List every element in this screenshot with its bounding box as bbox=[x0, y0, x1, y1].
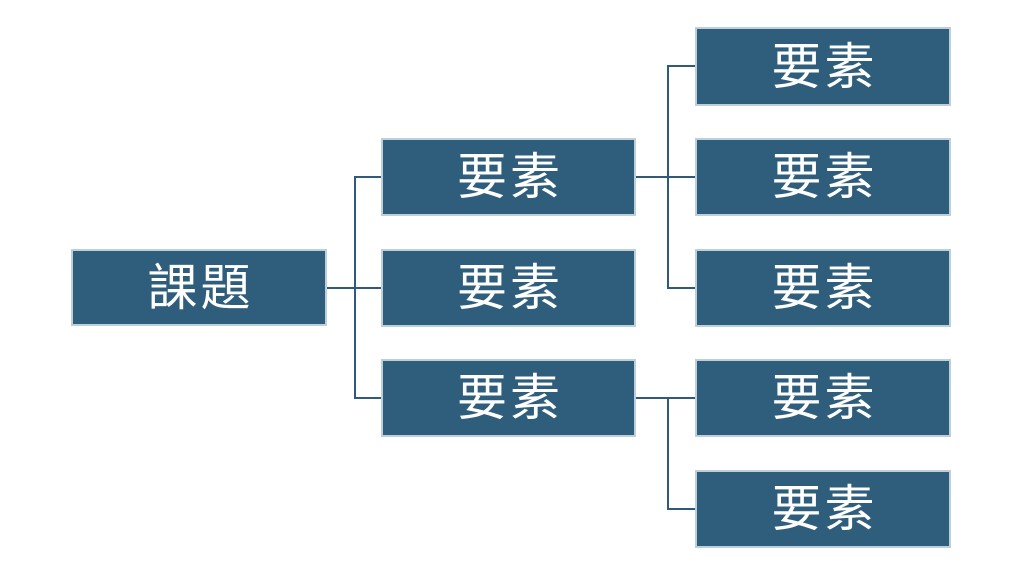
level3-node-5: 要素 bbox=[695, 470, 951, 548]
connector-branch-l5 bbox=[667, 508, 695, 510]
connector-m3-horizontal bbox=[636, 397, 695, 399]
level2-node-2: 要素 bbox=[381, 249, 636, 327]
connector-branch-l3 bbox=[667, 287, 695, 289]
level3-node-4: 要素 bbox=[695, 359, 951, 437]
level3-node-3: 要素 bbox=[695, 249, 951, 327]
level3-node-2: 要素 bbox=[695, 138, 951, 216]
level2-node-3: 要素 bbox=[381, 359, 636, 437]
connector-right-trunk-top bbox=[667, 65, 669, 289]
connector-right-trunk-bottom bbox=[667, 397, 669, 510]
connector-branch-l1 bbox=[667, 65, 695, 67]
connector-branch-m3 bbox=[354, 397, 381, 399]
level2-node-1: 要素 bbox=[381, 138, 636, 216]
root-node: 課題 bbox=[71, 249, 327, 326]
connector-m1-horizontal bbox=[636, 176, 695, 178]
level3-node-1: 要素 bbox=[695, 27, 951, 106]
connector-branch-m1 bbox=[354, 176, 381, 178]
connector-left-trunk bbox=[354, 176, 356, 399]
